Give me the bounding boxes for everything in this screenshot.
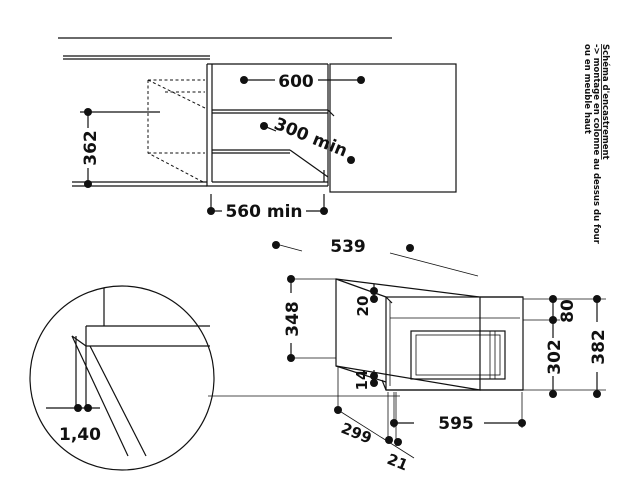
label-top-band: 80 — [558, 299, 578, 323]
label-panel-thickness: 1,40 — [59, 425, 101, 445]
cabinet-niche-view: 600 300 min 362 560 min — [58, 37, 457, 222]
label-total-height: 382 — [589, 329, 609, 365]
label-top-depth: 539 — [330, 237, 366, 257]
note-line-1: -> montage en colonne au dessus du four — [591, 44, 601, 245]
appliance-view: 539 348 20 14 299 21 — [272, 237, 609, 475]
label-bottom-offset: 14 — [353, 370, 371, 391]
note-line-2: ou en meuble haut — [582, 44, 592, 134]
label-niche-depth: 300 min — [271, 114, 350, 161]
label-niche-width: 600 — [278, 72, 314, 92]
label-inner-height: 302 — [545, 339, 565, 375]
label-opening-width: 560 min — [225, 202, 302, 222]
installation-note: Schéma d'encastrement -> montage en colo… — [582, 44, 611, 245]
label-depth: 299 — [339, 419, 375, 447]
detail-zoom-view: 1,40 — [29, 285, 400, 471]
label-side-height: 348 — [283, 301, 303, 337]
label-niche-height: 362 — [81, 130, 101, 166]
note-title: Schéma d'encastrement — [600, 44, 611, 160]
label-top-offset: 20 — [354, 296, 372, 317]
label-front-width: 595 — [438, 414, 474, 434]
